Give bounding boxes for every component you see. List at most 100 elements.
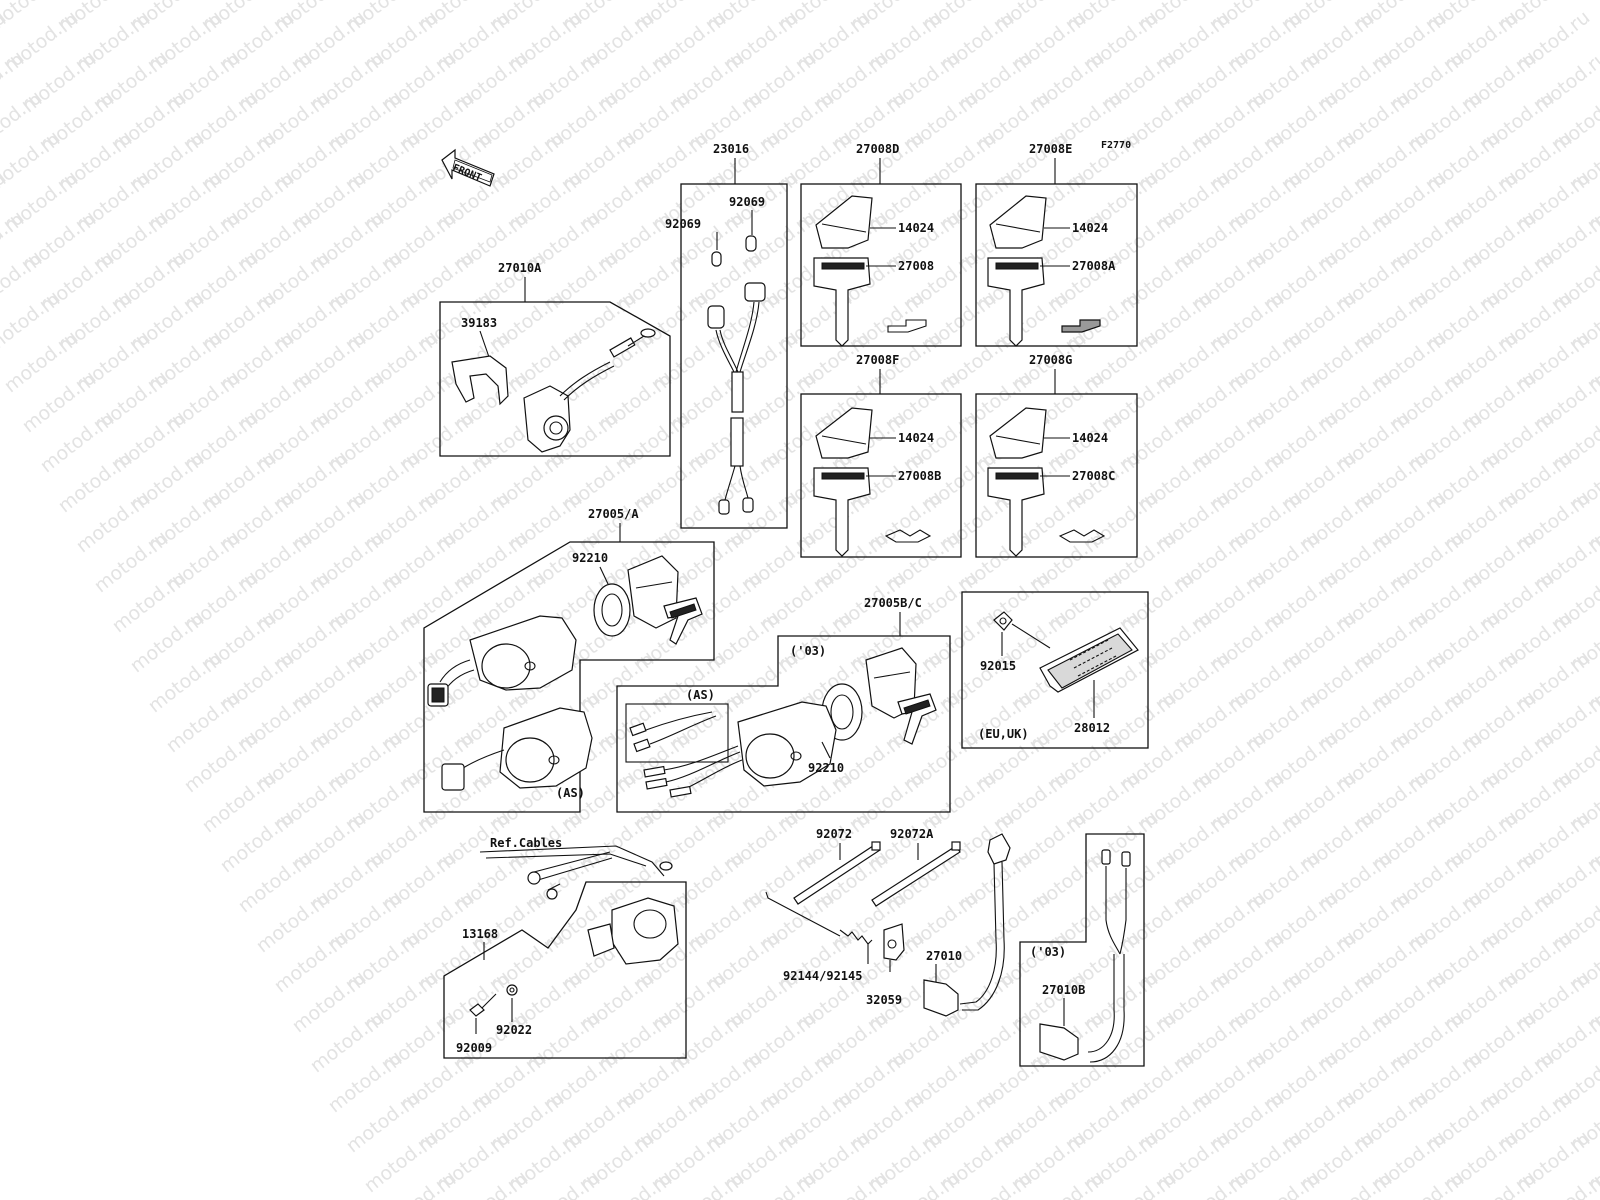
terminal-icon — [718, 499, 730, 515]
nut-icon — [993, 611, 1013, 631]
box-27008F — [800, 393, 962, 558]
group-27010: 27010 — [923, 833, 1011, 1017]
terminal-icon — [1121, 851, 1131, 867]
box-13168 — [443, 881, 687, 1059]
group-27005A: 27005/A 92210 — [423, 507, 715, 813]
label-39183: 39183 — [461, 316, 497, 330]
cable-tie-icon — [871, 845, 961, 907]
label-92210-b: 92210 — [808, 761, 844, 775]
bracket-icon — [883, 923, 905, 961]
box-27010B — [1019, 833, 1145, 1067]
key-blank-icon — [813, 467, 871, 557]
label-92144-92145: 92144/92145 — [783, 969, 862, 983]
nut-icon — [593, 583, 631, 637]
box-27005BC — [616, 635, 951, 813]
note-as-1: (AS) — [556, 786, 585, 800]
connector-icon — [744, 282, 766, 302]
group-27005BC: 27005B/C ('03) (AS) — [616, 596, 951, 813]
label-92015: 92015 — [980, 659, 1016, 673]
label-92210-a: 92210 — [572, 551, 608, 565]
key-icon — [897, 693, 937, 745]
key-cover-icon — [989, 195, 1047, 249]
bracket-icon — [451, 355, 509, 406]
label-27008G: 27008G — [1029, 353, 1072, 367]
box-27010A — [439, 301, 671, 457]
label-92069-left: 92069 — [665, 217, 701, 231]
switch-cover-icon — [611, 897, 679, 965]
label-92009: 92009 — [456, 1041, 492, 1055]
grommet-icon — [745, 235, 757, 252]
stop-switch-icon — [1039, 1023, 1079, 1061]
group-27010A: 27010A 39183 — [439, 261, 671, 457]
as-harness-box — [625, 703, 729, 763]
label-13168: 13168 — [462, 927, 498, 941]
connector-icon — [441, 763, 465, 791]
stop-switch-icon — [923, 979, 959, 1017]
group-27010B: ('03) 27010B — [1019, 833, 1145, 1067]
figure-code: F2770 — [1101, 140, 1131, 151]
label-14024-f: 14024 — [898, 431, 934, 445]
label-27010B: 27010B — [1042, 983, 1085, 997]
key-profile-icon — [887, 319, 927, 333]
note-as-2: (AS) — [686, 688, 715, 702]
group-27008D: 27008D 14024 27008 — [800, 142, 962, 347]
label-92072A: 92072A — [890, 827, 934, 841]
connector-icon — [987, 833, 1011, 865]
note-03-a: ('03) — [790, 644, 826, 658]
label-14024-e: 14024 — [1072, 221, 1108, 235]
box-27008G — [975, 393, 1138, 558]
label-27008D: 27008D — [856, 142, 899, 156]
box-28012 — [961, 591, 1149, 749]
label-27008B: 27008B — [898, 469, 941, 483]
label-27005BC: 27005B/C — [864, 596, 922, 610]
key-cover-icon — [815, 407, 873, 459]
group-23016: 23016 92069 92069 — [665, 142, 788, 529]
group-13168: Ref.Cables 13168 92022 92009 — [443, 836, 687, 1059]
key-profile-icon — [1058, 529, 1106, 543]
label-32059: 32059 — [866, 993, 902, 1007]
cable-tie-icon — [793, 843, 881, 905]
key-profile-icon — [884, 529, 932, 543]
label-23016: 23016 — [713, 142, 749, 156]
key-blank-icon — [987, 257, 1045, 347]
label-27010: 27010 — [926, 949, 962, 963]
label-ref-cables: Ref.Cables — [490, 836, 562, 850]
screw-icon — [469, 1003, 485, 1017]
terminal-icon — [1101, 849, 1111, 865]
label-27010A: 27010A — [498, 261, 542, 275]
group-28012: 92015 28012 (EU,UK) — [961, 591, 1149, 749]
note-03-b: ('03) — [1030, 945, 1066, 959]
label-27008C: 27008C — [1072, 469, 1115, 483]
note-eu-uk: (EU,UK) — [978, 727, 1029, 741]
front-arrow-icon: FRONT — [441, 148, 495, 187]
label-27008A: 27008A — [1072, 259, 1116, 273]
box-27008D — [800, 183, 962, 347]
label-27008: 27008 — [898, 259, 934, 273]
key-profile-icon — [1061, 319, 1101, 333]
label-92072: 92072 — [816, 827, 852, 841]
box-27008E — [975, 183, 1138, 347]
key-cover-icon — [989, 407, 1047, 459]
label-14024-d: 14024 — [898, 221, 934, 235]
group-27008G: 27008G 14024 27008C — [975, 353, 1138, 558]
group-27008F: 27008F 14024 27008B — [800, 353, 962, 558]
group-27008E: 27008E 14024 27008A — [975, 142, 1138, 347]
label-92022: 92022 — [496, 1023, 532, 1037]
wire-sleeve — [730, 417, 744, 467]
group-ties: 92072 92072A 92144/92145 32059 — [765, 827, 961, 1007]
label-27008E: 27008E — [1029, 142, 1072, 156]
box-23016 — [680, 183, 788, 529]
key-blank-icon — [813, 257, 871, 347]
washer-icon — [506, 984, 518, 996]
key-blank-icon — [987, 467, 1045, 557]
wire-sleeve — [731, 371, 744, 413]
grommet-icon — [711, 251, 722, 267]
connector-icon — [707, 305, 725, 329]
key-cover-icon — [815, 195, 873, 249]
label-27008F: 27008F — [856, 353, 899, 367]
label-28012: 28012 — [1074, 721, 1110, 735]
label-27005A: 27005/A — [588, 507, 639, 521]
label-14024-g: 14024 — [1072, 431, 1108, 445]
terminal-icon — [742, 497, 754, 513]
